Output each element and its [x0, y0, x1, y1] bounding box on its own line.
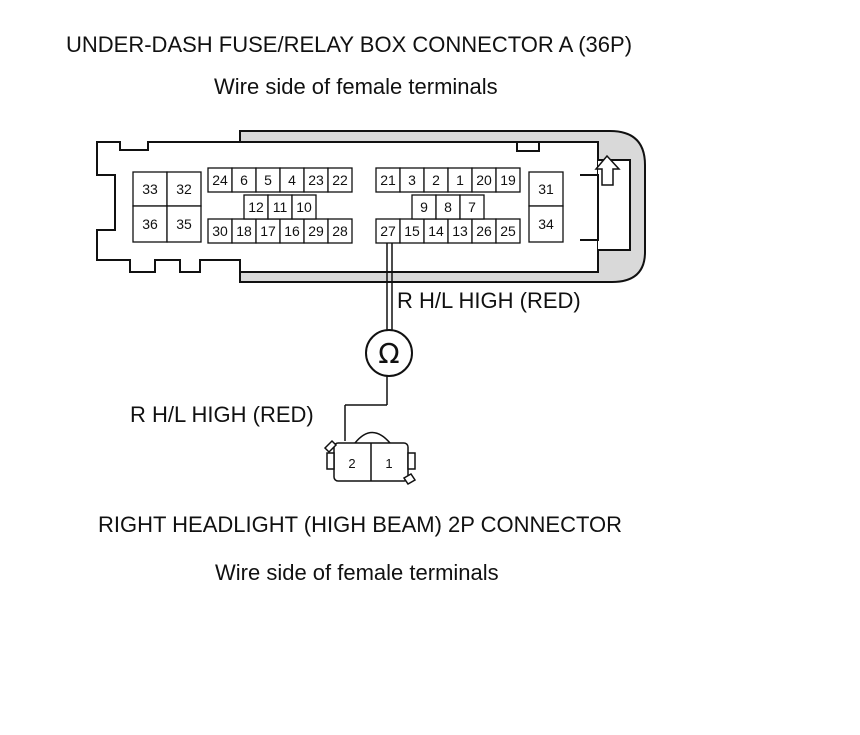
svg-text:10: 10 [296, 199, 312, 215]
svg-text:25: 25 [500, 223, 516, 239]
connector-b-terminal-2: 2 [348, 456, 355, 471]
svg-text:28: 28 [332, 223, 348, 239]
connector-b-housing [323, 431, 417, 485]
terminal-28: 28 [327, 218, 353, 244]
svg-text:12: 12 [248, 199, 264, 215]
svg-text:34: 34 [538, 216, 554, 232]
svg-text:26: 26 [476, 223, 492, 239]
terminal-30: 30 [207, 218, 233, 244]
terminal-21: 21 [375, 167, 401, 193]
terminal-13: 13 [447, 218, 473, 244]
svg-text:16: 16 [284, 223, 300, 239]
terminal-31: 31 [528, 171, 564, 207]
up-arrow-icon [594, 154, 621, 186]
svg-text:18: 18 [236, 223, 252, 239]
svg-text:35: 35 [176, 216, 192, 232]
svg-text:Ω: Ω [378, 337, 399, 370]
svg-text:32: 32 [176, 181, 192, 197]
connector-b-terminal-1: 1 [385, 456, 392, 471]
terminal-4: 4 [279, 167, 305, 193]
svg-text:4: 4 [288, 172, 296, 188]
svg-text:20: 20 [476, 172, 492, 188]
svg-text:22: 22 [332, 172, 348, 188]
svg-text:30: 30 [212, 223, 228, 239]
svg-text:23: 23 [308, 172, 324, 188]
connector-b-subtitle: Wire side of female terminals [215, 560, 499, 585]
svg-text:7: 7 [468, 199, 476, 215]
terminal-8: 8 [435, 194, 461, 220]
terminal-3: 3 [399, 167, 425, 193]
connector-a-subtitle: Wire side of female terminals [214, 74, 498, 99]
svg-text:14: 14 [428, 223, 444, 239]
terminal-12: 12 [243, 194, 269, 220]
terminal-24: 24 [207, 167, 233, 193]
svg-text:2: 2 [432, 172, 440, 188]
svg-text:15: 15 [404, 223, 420, 239]
terminal-33: 33 [132, 171, 168, 207]
terminal-36: 36 [132, 205, 168, 243]
svg-text:29: 29 [308, 223, 324, 239]
svg-text:13: 13 [452, 223, 468, 239]
terminal-27: 27 [375, 218, 401, 244]
terminal-19: 19 [495, 167, 521, 193]
svg-text:19: 19 [500, 172, 516, 188]
terminal-5: 5 [255, 167, 281, 193]
svg-text:36: 36 [142, 216, 158, 232]
terminal-9: 9 [411, 194, 437, 220]
terminal-6: 6 [231, 167, 257, 193]
terminal-16: 16 [279, 218, 305, 244]
terminal-15: 15 [399, 218, 425, 244]
connector-b-title: RIGHT HEADLIGHT (HIGH BEAM) 2P CONNECTOR [98, 512, 623, 537]
svg-text:33: 33 [142, 181, 158, 197]
terminal-20: 20 [471, 167, 497, 193]
connector-a-title: UNDER-DASH FUSE/RELAY BOX CONNECTOR A (3… [66, 32, 633, 57]
wire-label-top: R H/L HIGH (RED) [397, 288, 581, 313]
terminal-25: 25 [495, 218, 521, 244]
svg-text:21: 21 [380, 172, 396, 188]
terminal-35: 35 [166, 205, 202, 243]
terminal-29: 29 [303, 218, 329, 244]
terminal-18: 18 [231, 218, 257, 244]
terminal-32: 32 [166, 171, 202, 207]
terminal-34: 34 [528, 205, 564, 243]
test-wire [344, 243, 393, 441]
svg-text:1: 1 [456, 172, 464, 188]
svg-text:24: 24 [212, 172, 228, 188]
wire-label-bottom: R H/L HIGH (RED) [130, 402, 314, 427]
svg-text:6: 6 [240, 172, 248, 188]
terminal-10: 10 [291, 194, 317, 220]
ohmmeter-icon: Ω [365, 329, 413, 377]
svg-text:27: 27 [380, 223, 396, 239]
svg-text:31: 31 [538, 181, 554, 197]
terminal-22: 22 [327, 167, 353, 193]
svg-text:11: 11 [273, 199, 288, 215]
terminal-23: 23 [303, 167, 329, 193]
terminal-26: 26 [471, 218, 497, 244]
terminal-7: 7 [459, 194, 485, 220]
terminal-1: 1 [447, 167, 473, 193]
svg-text:8: 8 [444, 199, 452, 215]
svg-text:5: 5 [264, 172, 272, 188]
terminal-17: 17 [255, 218, 281, 244]
svg-text:9: 9 [420, 199, 428, 215]
terminal-11: 11 [267, 194, 293, 220]
terminal-14: 14 [423, 218, 449, 244]
terminal-2: 2 [423, 167, 449, 193]
svg-text:3: 3 [408, 172, 416, 188]
svg-text:17: 17 [260, 223, 276, 239]
